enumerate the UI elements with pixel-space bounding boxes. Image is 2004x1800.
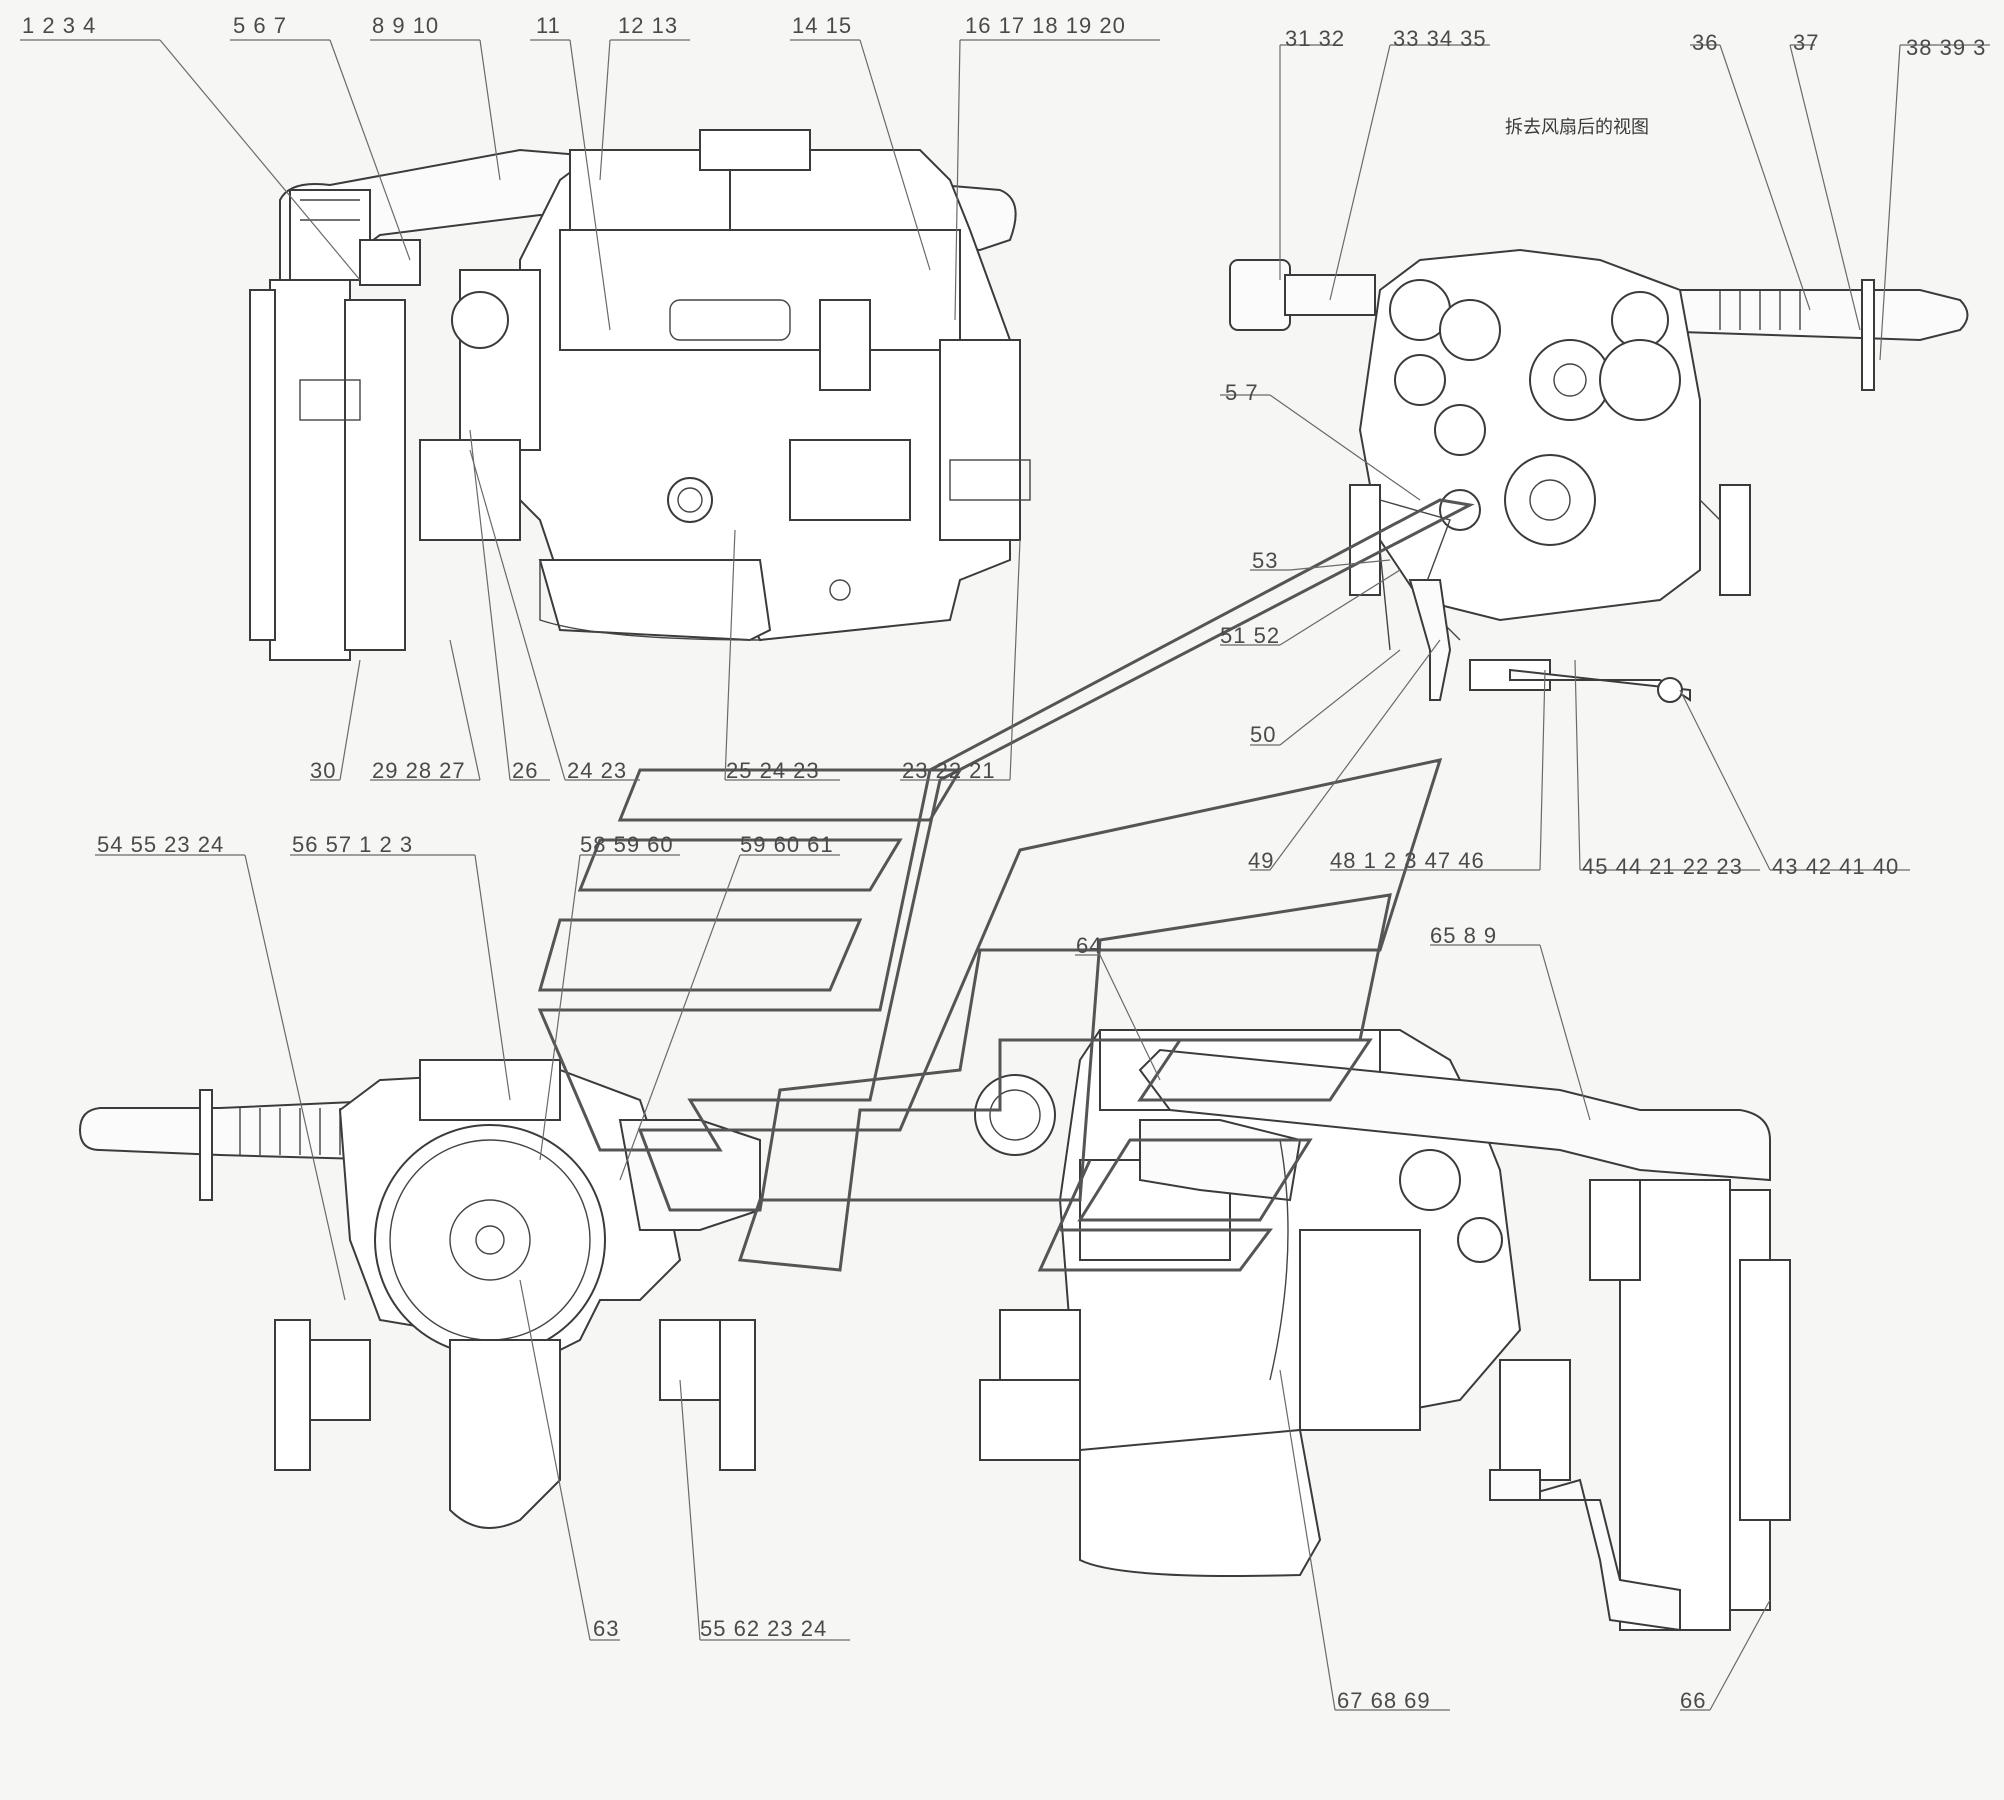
- leader-lines: [20, 39, 1990, 1711]
- callout-label: 51 52: [1220, 623, 1280, 648]
- air-inlet-left: [1229, 259, 1291, 331]
- engine-rear-view-bottom-left: [78, 1059, 761, 1529]
- intake-elbow: [289, 189, 371, 281]
- callout-label: 26: [512, 758, 538, 783]
- callout-label: 37: [1793, 30, 1819, 55]
- callout-label: 1 2 3 4: [22, 13, 96, 38]
- radiator-frame: [249, 289, 276, 641]
- callout-label: 53: [1252, 548, 1278, 573]
- link-arrow-bottom: [1037, 1159, 1273, 1272]
- front-mount-right: [1719, 484, 1751, 596]
- callout-label: 50: [1250, 722, 1276, 747]
- callout-label: 55 62 23 24: [700, 1616, 827, 1641]
- callout-labels: 1 2 3 4 5 6 7 8 9 10 11 12 13 14 15 16 1…: [22, 13, 1986, 1713]
- link-arrow-mid-1: [1137, 1038, 1373, 1102]
- callout-label: 66: [1680, 1688, 1706, 1713]
- callout-label: 49: [1248, 848, 1274, 873]
- callout-label: 5 7: [1225, 380, 1259, 405]
- link-arrow-3: [538, 918, 863, 992]
- callout-label: 63: [593, 1616, 619, 1641]
- callout-label: 8 9 10: [372, 13, 439, 38]
- air-inlet-round: [974, 1074, 1056, 1156]
- link-arrow-2: [577, 838, 903, 892]
- link-arrow-big-3: [737, 893, 1392, 1272]
- crank-pulley: [1529, 339, 1611, 421]
- rear-mount-bracket: [939, 339, 1021, 541]
- rear-mount-right: [719, 1319, 756, 1471]
- callout-label: 24 23: [567, 758, 627, 783]
- oil-filter: [667, 477, 713, 523]
- callout-label: 38 39 3: [1906, 35, 1986, 60]
- callout-label: 12 13: [618, 13, 678, 38]
- engine-mount-left: [979, 1379, 1081, 1461]
- view-link-arrows: [537, 498, 1475, 1272]
- callout-label: 65 8 9: [1430, 923, 1497, 948]
- callout-label: 48 1 2 3 47 46: [1330, 848, 1485, 873]
- callout-label: 11: [536, 13, 561, 38]
- callout-label: 64: [1076, 933, 1102, 958]
- link-arrow-big-2: [637, 757, 1443, 1212]
- oil-pan-rhs: [1079, 1428, 1322, 1577]
- callout-label: 31 32: [1285, 26, 1345, 51]
- callout-label: 23 22 21: [902, 758, 996, 783]
- link-arrow-big-1: [537, 498, 1475, 1152]
- starter: [789, 439, 911, 521]
- callout-label: 30: [310, 758, 336, 783]
- callout-label: 58 59 60: [580, 832, 674, 857]
- callout-label: 5 6 7: [233, 13, 287, 38]
- fan-pulley: [451, 291, 509, 349]
- callout-label: 36: [1692, 30, 1718, 55]
- callout-label: 25 24 23: [726, 758, 820, 783]
- damper: [1504, 454, 1596, 546]
- callout-label: 16 17 18 19 20: [965, 13, 1126, 38]
- flywheel: [374, 1124, 606, 1356]
- callout-label: 59 60 61: [740, 832, 834, 857]
- charge-cooler: [344, 299, 406, 651]
- engine-side-view-top-left: [249, 129, 1031, 661]
- view-title: 拆去风扇后的视图: [1505, 117, 1649, 138]
- front-mount-rhs: [1499, 1359, 1571, 1481]
- callout-label: 56 57 1 2 3: [292, 832, 413, 857]
- rear-mount-left: [274, 1319, 311, 1471]
- callout-label: 29 28 27: [372, 758, 466, 783]
- oil-sump-rear: [449, 1339, 561, 1529]
- callout-label: 54 55 23 24: [97, 832, 224, 857]
- callout-label: 14 15: [792, 13, 852, 38]
- callout-label: 67 68 69: [1337, 1688, 1431, 1713]
- callout-label: 43 42 41 40: [1772, 854, 1899, 879]
- link-arrow-mid-2: [1077, 1138, 1313, 1222]
- engine-front-view-top-right: [1229, 248, 1969, 703]
- engine-side-view-bottom-right: [974, 1029, 1791, 1632]
- fuel-filter: [819, 299, 871, 391]
- callout-label: 45 44 21 22 23: [1582, 854, 1743, 879]
- turbo-unit: [419, 1059, 561, 1121]
- exhaust-pipe-right: [1619, 289, 1969, 342]
- callout-label: 33 34 35: [1393, 26, 1487, 51]
- radiator-core: [269, 279, 351, 661]
